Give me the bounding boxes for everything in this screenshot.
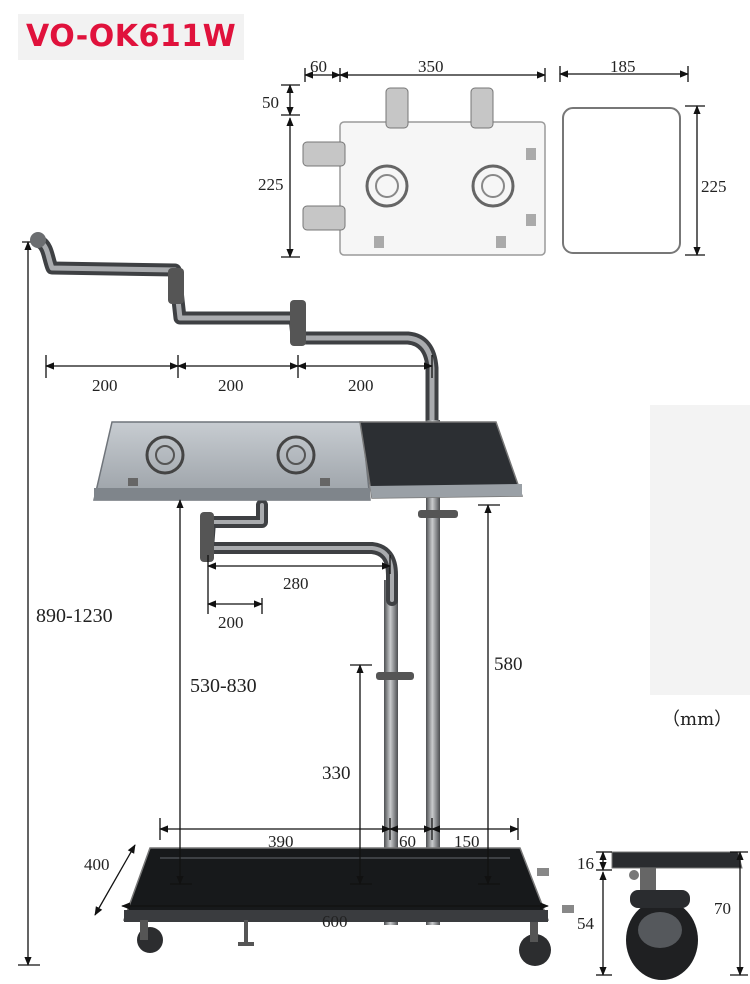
total-height-line (18, 241, 40, 966)
unit-label: （mm） (662, 709, 733, 730)
dim-total-height: 890-1230 (36, 605, 113, 627)
tray-dimension-lines (281, 68, 546, 258)
arm-dimension-lines (45, 355, 433, 378)
lower-arm (200, 499, 398, 606)
tray-clip (302, 141, 346, 167)
dim-base-depth: 400 (84, 855, 110, 874)
caster-dimension-lines (596, 851, 748, 976)
dim-lower-height: 330 (322, 763, 351, 784)
fan-icon (155, 445, 175, 465)
laptop-tray (93, 421, 371, 501)
dim-base-left: 390 (268, 832, 294, 851)
dim-lower-arm-reach: 280 (283, 574, 309, 593)
dim-arm-seg-1: 200 (92, 376, 118, 395)
caster-wheel (519, 934, 551, 966)
tray-plan-outline (339, 121, 546, 256)
fan-icon (375, 174, 399, 198)
dim-tray-margin: 50 (262, 93, 279, 112)
fan-icon (481, 174, 505, 198)
fan-icon (365, 164, 409, 208)
tray-plan-view (302, 87, 546, 256)
tray-clip (385, 87, 409, 129)
dim-pad-depth: 225 (701, 177, 727, 196)
height-knob (418, 510, 458, 518)
dim-caster-total: 70 (714, 899, 731, 918)
dim-arm-seg-3: 200 (348, 376, 374, 395)
pad-plan-outline (562, 107, 681, 254)
caster-detail (611, 851, 743, 980)
dim-base-length: 600 (322, 912, 348, 931)
dim-base-gap: 60 (399, 832, 416, 851)
second-pole (384, 580, 398, 925)
fan-icon (276, 435, 316, 475)
internal-dimension-lines (94, 499, 549, 916)
tray-clip (470, 87, 494, 129)
fan-icon (471, 164, 515, 208)
fan-icon (286, 445, 306, 465)
pad-dimension-lines (559, 66, 705, 256)
main-pole (426, 420, 440, 925)
dim-lower-arm-inner: 200 (218, 613, 244, 632)
dim-tray-offset: 60 (310, 57, 327, 76)
dim-pad-width: 185 (610, 57, 636, 76)
height-knob (376, 672, 414, 680)
tray-clip (302, 205, 346, 231)
dim-pad-height: 580 (494, 654, 523, 675)
dim-arm-seg-2: 200 (218, 376, 244, 395)
fan-icon (145, 435, 185, 475)
dim-tray-depth: 225 (258, 175, 284, 194)
dim-tray-height: 530-830 (190, 675, 257, 697)
glass-base (122, 847, 574, 966)
dim-caster-top: 16 (577, 854, 594, 873)
product-model-title: VO-OK611W (18, 14, 244, 60)
background-panel (650, 405, 750, 695)
dim-tray-width: 350 (418, 57, 444, 76)
upper-arm (30, 232, 439, 427)
mouse-pad (359, 421, 524, 499)
dim-base-right: 150 (454, 832, 480, 851)
dim-caster-wheel: 54 (577, 914, 594, 933)
